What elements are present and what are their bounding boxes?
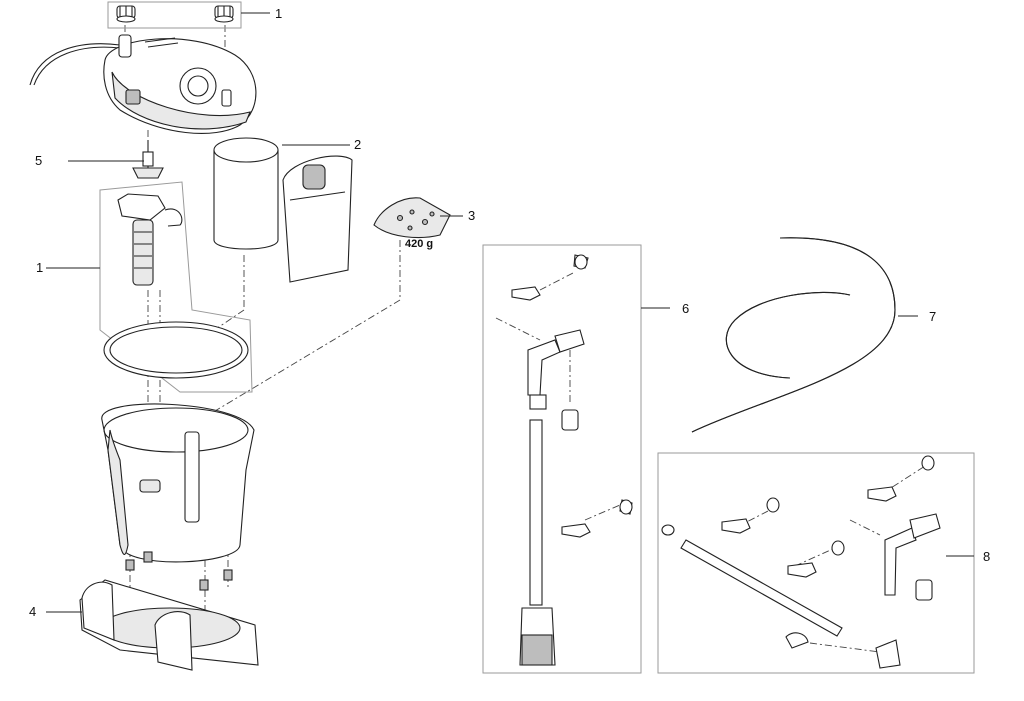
filter-sponge — [213, 137, 279, 250]
callout-3: 3 — [468, 208, 475, 223]
left-leader-lines — [46, 12, 463, 613]
filter-media-pouch: 420 g — [373, 197, 451, 250]
pump-head — [29, 34, 257, 134]
filter-assembly: 420 g — [29, 1, 463, 671]
callout-5: 5 — [35, 153, 42, 168]
gravel-cleaner-kit — [482, 244, 670, 674]
callout-4: 4 — [29, 604, 36, 619]
kit-8-frame — [657, 452, 975, 674]
spray-bar-kit — [657, 452, 975, 674]
callout-6: 6 — [682, 301, 689, 316]
filter-bag — [282, 155, 353, 283]
impeller — [132, 140, 164, 179]
kit-6-frame — [482, 244, 642, 674]
callout-8: 8 — [983, 549, 990, 564]
callout-1-top: 1 — [275, 6, 282, 21]
filter-stand — [79, 579, 259, 671]
filter-housing — [101, 403, 255, 591]
callout-labels: 1 2 3 1 4 5 6 7 8 — [29, 6, 990, 619]
hose — [691, 237, 918, 433]
callout-1-module: 1 — [36, 260, 43, 275]
media-weight-text: 420 g — [405, 238, 433, 250]
filter-inner-module — [99, 181, 253, 393]
top-nuts — [107, 1, 242, 29]
callout-7: 7 — [929, 309, 936, 324]
callout-2: 2 — [354, 137, 361, 152]
